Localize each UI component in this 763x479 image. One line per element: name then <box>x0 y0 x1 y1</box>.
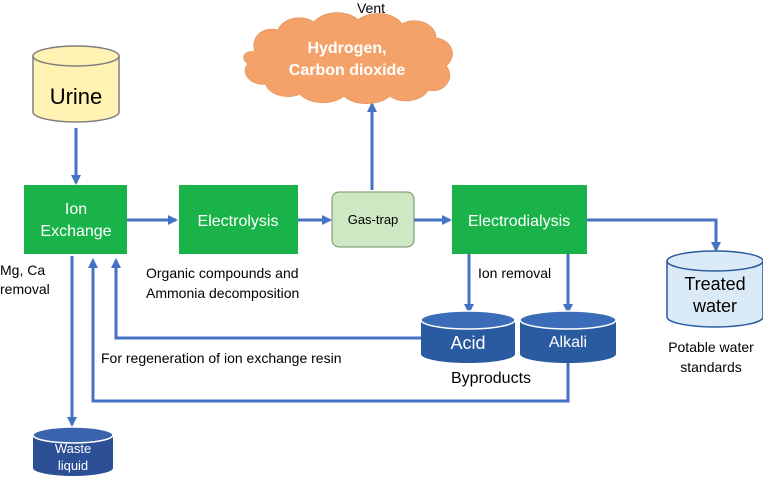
urine-tank: Urine <box>32 45 120 123</box>
potable-label-line2: standards <box>680 359 741 375</box>
treated-water-label-line1: Treated <box>684 274 745 294</box>
alkali-label: Alkali <box>549 334 587 351</box>
cloud-label-line1: Hydrogen, <box>307 40 386 57</box>
mg-ca-label-line2: removal <box>0 281 50 297</box>
arrow-electrodialysis-to-treated-water <box>587 218 721 252</box>
electrolysis-label: Electrolysis <box>198 213 279 230</box>
electrolysis-box: Electrolysis <box>179 185 298 254</box>
byproducts-label: Byproducts <box>451 370 531 387</box>
waste-liquid-tank: Waste liquid <box>32 426 114 476</box>
urine-label: Urine <box>50 84 103 109</box>
ion-exchange-label-line2: Exchange <box>40 223 111 240</box>
treated-water-label-line2: water <box>692 296 737 316</box>
ion-exchange-label-line1: Ion <box>65 201 87 218</box>
regeneration-label: For regeneration of ion exchange resin <box>101 350 341 366</box>
vent-label: Vent <box>357 0 385 16</box>
electrodialysis-label: Electrodialysis <box>468 213 570 230</box>
waste-liquid-label-line2: liquid <box>58 458 88 473</box>
acid-label: Acid <box>450 333 485 353</box>
treated-water-tank: Treated water <box>666 250 763 328</box>
ion-exchange-box: Ion Exchange <box>24 185 127 254</box>
ion-removal-label: Ion removal <box>478 265 551 281</box>
mg-ca-label-line1: Mg, Ca <box>0 262 45 278</box>
organic-label-line1: Organic compounds and <box>146 265 299 281</box>
organic-label-line2: Ammonia decomposition <box>146 285 299 301</box>
connectors <box>67 102 721 427</box>
gas-trap-label: Gas-trap <box>348 212 399 227</box>
arrow-alkali-to-ion-exchange <box>88 258 570 403</box>
arrow-acid-to-ion-exchange <box>111 258 421 340</box>
electrodialysis-box: Electrodialysis <box>452 185 587 254</box>
cloud-label-line2: Carbon dioxide <box>289 62 406 79</box>
alkali-tank: Alkali <box>519 310 617 363</box>
acid-tank: Acid <box>420 310 516 363</box>
gas-trap-box: Gas-trap <box>331 191 415 248</box>
vent-gas-cloud: Hydrogen, Carbon dioxide <box>243 12 453 104</box>
potable-label-line1: Potable water <box>668 339 754 355</box>
waste-liquid-label-line1: Waste <box>55 441 91 456</box>
